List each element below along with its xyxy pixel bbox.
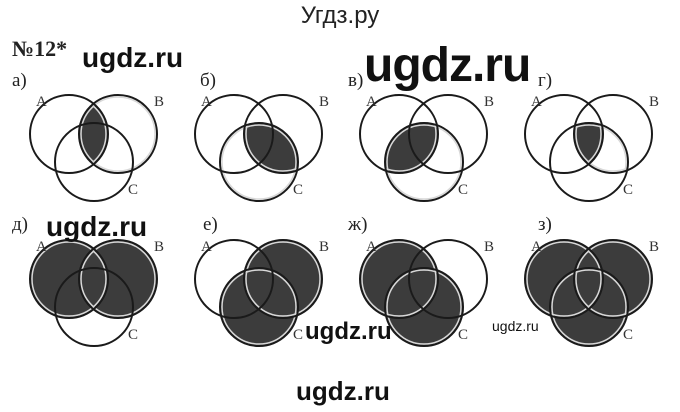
set-label-A: A bbox=[201, 94, 212, 110]
set-label-C: C bbox=[293, 327, 303, 343]
venn-diagram: A B C bbox=[524, 239, 659, 347]
set-label-A: A bbox=[36, 239, 47, 255]
set-label-A: A bbox=[531, 239, 542, 255]
venn-diagram: A B C bbox=[29, 94, 164, 202]
circle-C bbox=[219, 122, 299, 202]
venn-diagram: A B C bbox=[359, 94, 494, 202]
item-label-z: з) bbox=[538, 214, 552, 235]
circle-A bbox=[29, 239, 109, 319]
item-label-b: б) bbox=[200, 70, 216, 91]
shaded-region bbox=[79, 95, 108, 173]
set-label-B: B bbox=[649, 239, 659, 255]
circle-C bbox=[384, 122, 464, 202]
venn-diagram: A B C bbox=[194, 94, 329, 202]
set-label-C: C bbox=[293, 182, 303, 198]
set-label-B: B bbox=[649, 94, 659, 110]
circle-C bbox=[384, 267, 464, 347]
circle-C bbox=[549, 122, 629, 202]
watermark: ugdz.ru bbox=[305, 318, 392, 345]
item-label-zh: ж) bbox=[348, 214, 368, 235]
circle-C bbox=[54, 122, 134, 202]
set-label-C: C bbox=[623, 182, 633, 198]
item-label-a: а) bbox=[12, 70, 27, 91]
set-label-B: B bbox=[484, 239, 494, 255]
item-label-v: в) bbox=[348, 70, 364, 91]
venn-diagram: A B C bbox=[359, 239, 494, 347]
circle-A bbox=[359, 94, 439, 174]
watermark: ugdz.ru bbox=[492, 318, 539, 334]
circle-A bbox=[359, 239, 439, 319]
set-label-C: C bbox=[458, 182, 468, 198]
site-title: Угдз.ру bbox=[300, 2, 380, 29]
shaded-region bbox=[574, 123, 603, 173]
watermark: ugdz.ru bbox=[82, 42, 184, 73]
watermark: ugdz.ru bbox=[46, 211, 148, 242]
item-label-g: г) bbox=[538, 70, 553, 91]
circle-B bbox=[573, 94, 653, 174]
circle-B bbox=[408, 94, 488, 174]
set-label-C: C bbox=[128, 182, 138, 198]
set-label-A: A bbox=[36, 94, 47, 110]
circle-A bbox=[524, 239, 604, 319]
set-label-B: B bbox=[484, 94, 494, 110]
task-number: №12* bbox=[12, 36, 68, 61]
watermark: ugdz.ru bbox=[364, 39, 531, 92]
circle-A bbox=[194, 239, 274, 319]
venn-diagram: A B C bbox=[194, 239, 329, 347]
circle-B bbox=[243, 239, 323, 319]
circle-A bbox=[194, 94, 274, 174]
item-label-e: е) bbox=[203, 214, 218, 235]
circle-B bbox=[78, 94, 158, 174]
circle-B bbox=[408, 239, 488, 319]
circle-B bbox=[78, 239, 158, 319]
venn-diagram: A B C bbox=[524, 94, 659, 202]
shaded-region bbox=[79, 240, 157, 318]
circle-C bbox=[549, 267, 629, 347]
circle-B bbox=[573, 239, 653, 319]
watermark: ugdz.ru bbox=[296, 376, 390, 406]
set-label-C: C bbox=[458, 327, 468, 343]
circle-B bbox=[243, 94, 323, 174]
circle-A bbox=[524, 94, 604, 174]
set-label-B: B bbox=[154, 239, 164, 255]
set-label-B: B bbox=[154, 94, 164, 110]
set-label-B: B bbox=[319, 239, 329, 255]
circle-C bbox=[219, 267, 299, 347]
venn-diagram: A B C bbox=[29, 239, 164, 347]
set-label-B: B bbox=[319, 94, 329, 110]
circle-C bbox=[54, 267, 134, 347]
set-label-C: C bbox=[128, 327, 138, 343]
set-label-A: A bbox=[531, 94, 542, 110]
circle-A bbox=[29, 94, 109, 174]
set-label-A: A bbox=[366, 94, 377, 110]
set-label-C: C bbox=[623, 327, 633, 343]
item-label-d: д) bbox=[12, 214, 28, 235]
set-label-A: A bbox=[366, 239, 377, 255]
set-label-A: A bbox=[201, 239, 212, 255]
